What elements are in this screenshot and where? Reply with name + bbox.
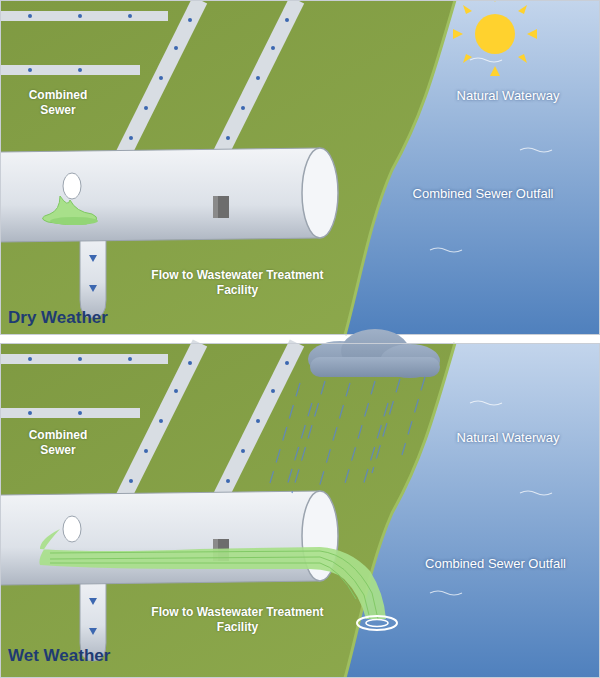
wet-panel: [0, 329, 600, 678]
water-label: Natural Waterway: [448, 88, 568, 103]
street-label: Combined Sewer: [12, 428, 104, 458]
outfall-label: Combined Sewer Outfall: [398, 186, 568, 201]
street-label: Combined Sewer: [12, 88, 104, 118]
panel-title: Dry Weather: [8, 308, 208, 328]
flow-label: Flow to Wastewater Treatment Facility: [150, 605, 325, 635]
flow-label: Flow to Wastewater Treatment Facility: [150, 268, 325, 298]
panel-title: Wet Weather: [8, 646, 208, 666]
outfall-label: Combined Sewer Outfall: [408, 556, 583, 571]
dry-panel: [0, 0, 600, 335]
water-label: Natural Waterway: [448, 430, 568, 445]
